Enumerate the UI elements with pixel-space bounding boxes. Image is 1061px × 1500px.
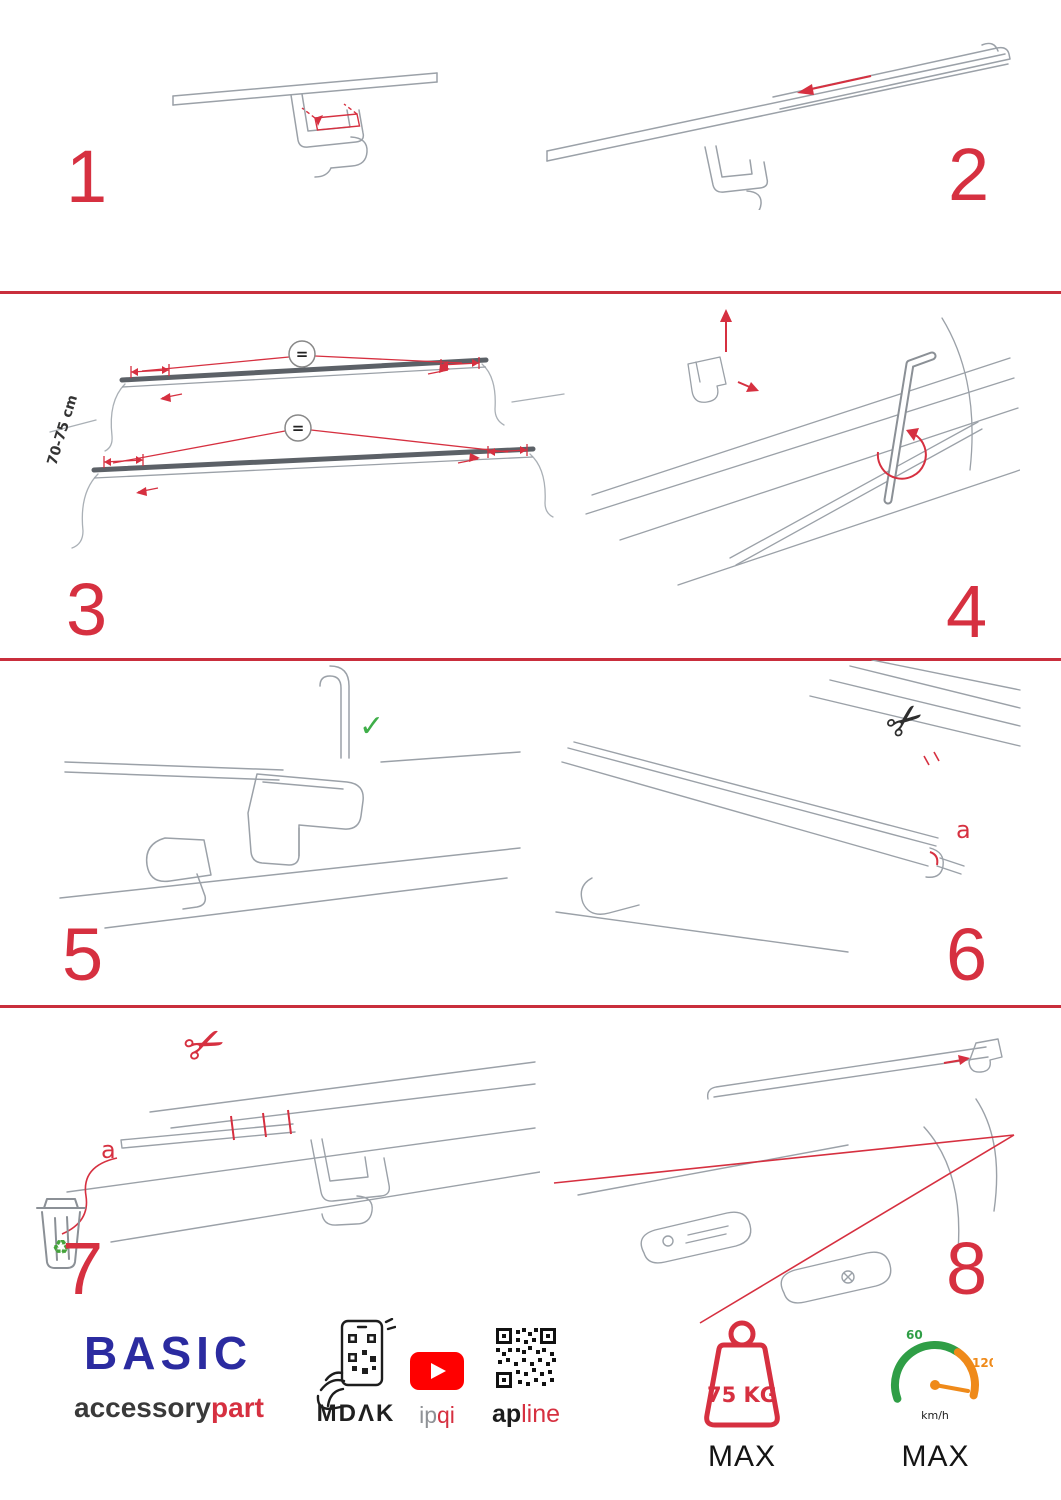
rotate-arrowhead <box>906 428 919 441</box>
section-divider-1 <box>0 291 1061 294</box>
trash-bin-icon <box>36 1198 86 1269</box>
label-a-step7: a <box>101 1136 116 1164</box>
youtube-icon <box>410 1352 464 1390</box>
scissors-icon: ✂ <box>875 690 935 753</box>
speed-high: 120 <box>972 1356 993 1370</box>
speedometer-needle <box>933 1383 970 1393</box>
apline-line: line <box>521 1400 561 1428</box>
apline-ap: ap <box>491 1400 522 1428</box>
equals-sign-front: = <box>296 345 309 363</box>
dimension-arrowheads <box>104 359 527 496</box>
section-divider-3 <box>0 1005 1061 1008</box>
step3-illustration: = = 70-75 cm <box>45 340 565 549</box>
qr-scan-phone-icon <box>316 1318 396 1410</box>
check-icon: ✓ <box>359 709 384 744</box>
rotate-arrow <box>876 433 927 480</box>
step2-illustration <box>546 42 1011 210</box>
step1-number: 1 <box>66 135 108 218</box>
section-divider-2 <box>0 658 1061 661</box>
logo-accessory: accessory <box>74 1392 212 1423</box>
scissors-icon-red: ✂ <box>175 1011 235 1079</box>
hook-rod <box>319 675 342 759</box>
max-speed-icon: 60 120 km/h <box>890 1328 993 1422</box>
recycle-icon: ♻ <box>52 1235 70 1259</box>
step5-illustration: ✓ <box>59 665 521 929</box>
step3-number: 3 <box>66 568 108 651</box>
step8-illustration <box>553 1038 1015 1324</box>
brand-accessorypart: accessorypart <box>74 1392 264 1424</box>
weight-max-label: MAX <box>707 1440 776 1473</box>
equals-sign-rear: = <box>292 419 305 437</box>
cut-strip-end <box>929 851 939 866</box>
weight-value: 75 KG <box>707 1383 777 1407</box>
front-crossbar <box>119 357 489 383</box>
slide-arrowhead <box>797 84 814 95</box>
equal-spacing-badge-rear <box>284 414 312 442</box>
speed-max-label: MAX <box>901 1440 970 1473</box>
push-arrowhead <box>746 382 759 392</box>
step5-number: 5 <box>62 913 104 996</box>
allen-key-icon <box>883 351 937 505</box>
ipqi-red: qi <box>437 1402 455 1428</box>
step6-number: 6 <box>946 913 988 996</box>
rear-crossbar <box>91 446 536 473</box>
fit-arrowhead <box>958 1055 970 1065</box>
insert-guide <box>301 103 361 131</box>
step7-illustration: ✂ a ♻ <box>36 1011 540 1269</box>
insert-arrow <box>315 115 323 126</box>
step8-number: 8 <box>946 1227 988 1310</box>
partner-mdak: MDΛK <box>316 1400 396 1427</box>
discard-path <box>61 1157 118 1235</box>
step2-number: 2 <box>948 133 990 216</box>
bar-distance-measurement: 70-75 cm <box>45 393 82 467</box>
cut-marks <box>923 751 940 766</box>
partner-ipqi: ipqi <box>404 1402 470 1429</box>
logo-part: part <box>211 1392 264 1423</box>
fit-arrow <box>943 1059 963 1064</box>
ipqi-gray: ip <box>419 1402 437 1428</box>
lift-arrowhead <box>720 309 732 322</box>
cut-lines <box>230 1109 292 1141</box>
speed-low: 60 <box>906 1328 923 1342</box>
equal-spacing-badge-front <box>288 340 316 368</box>
step7-number: 7 <box>62 1227 104 1310</box>
step4-number: 4 <box>946 570 988 653</box>
max-weight-icon: 75 KG <box>704 1320 780 1428</box>
callout-lines <box>553 1134 1015 1324</box>
brand-basic: BASIC <box>84 1327 253 1379</box>
qr-code <box>496 1328 556 1388</box>
label-a-step6: a <box>956 816 971 844</box>
step6-illustration: ✂ a <box>555 660 1021 953</box>
slide-arrow <box>806 75 872 91</box>
step4-illustration <box>585 309 1020 586</box>
speed-unit: km/h <box>921 1409 949 1422</box>
step1-illustration <box>172 72 438 178</box>
partner-apline: apline <box>488 1400 564 1429</box>
